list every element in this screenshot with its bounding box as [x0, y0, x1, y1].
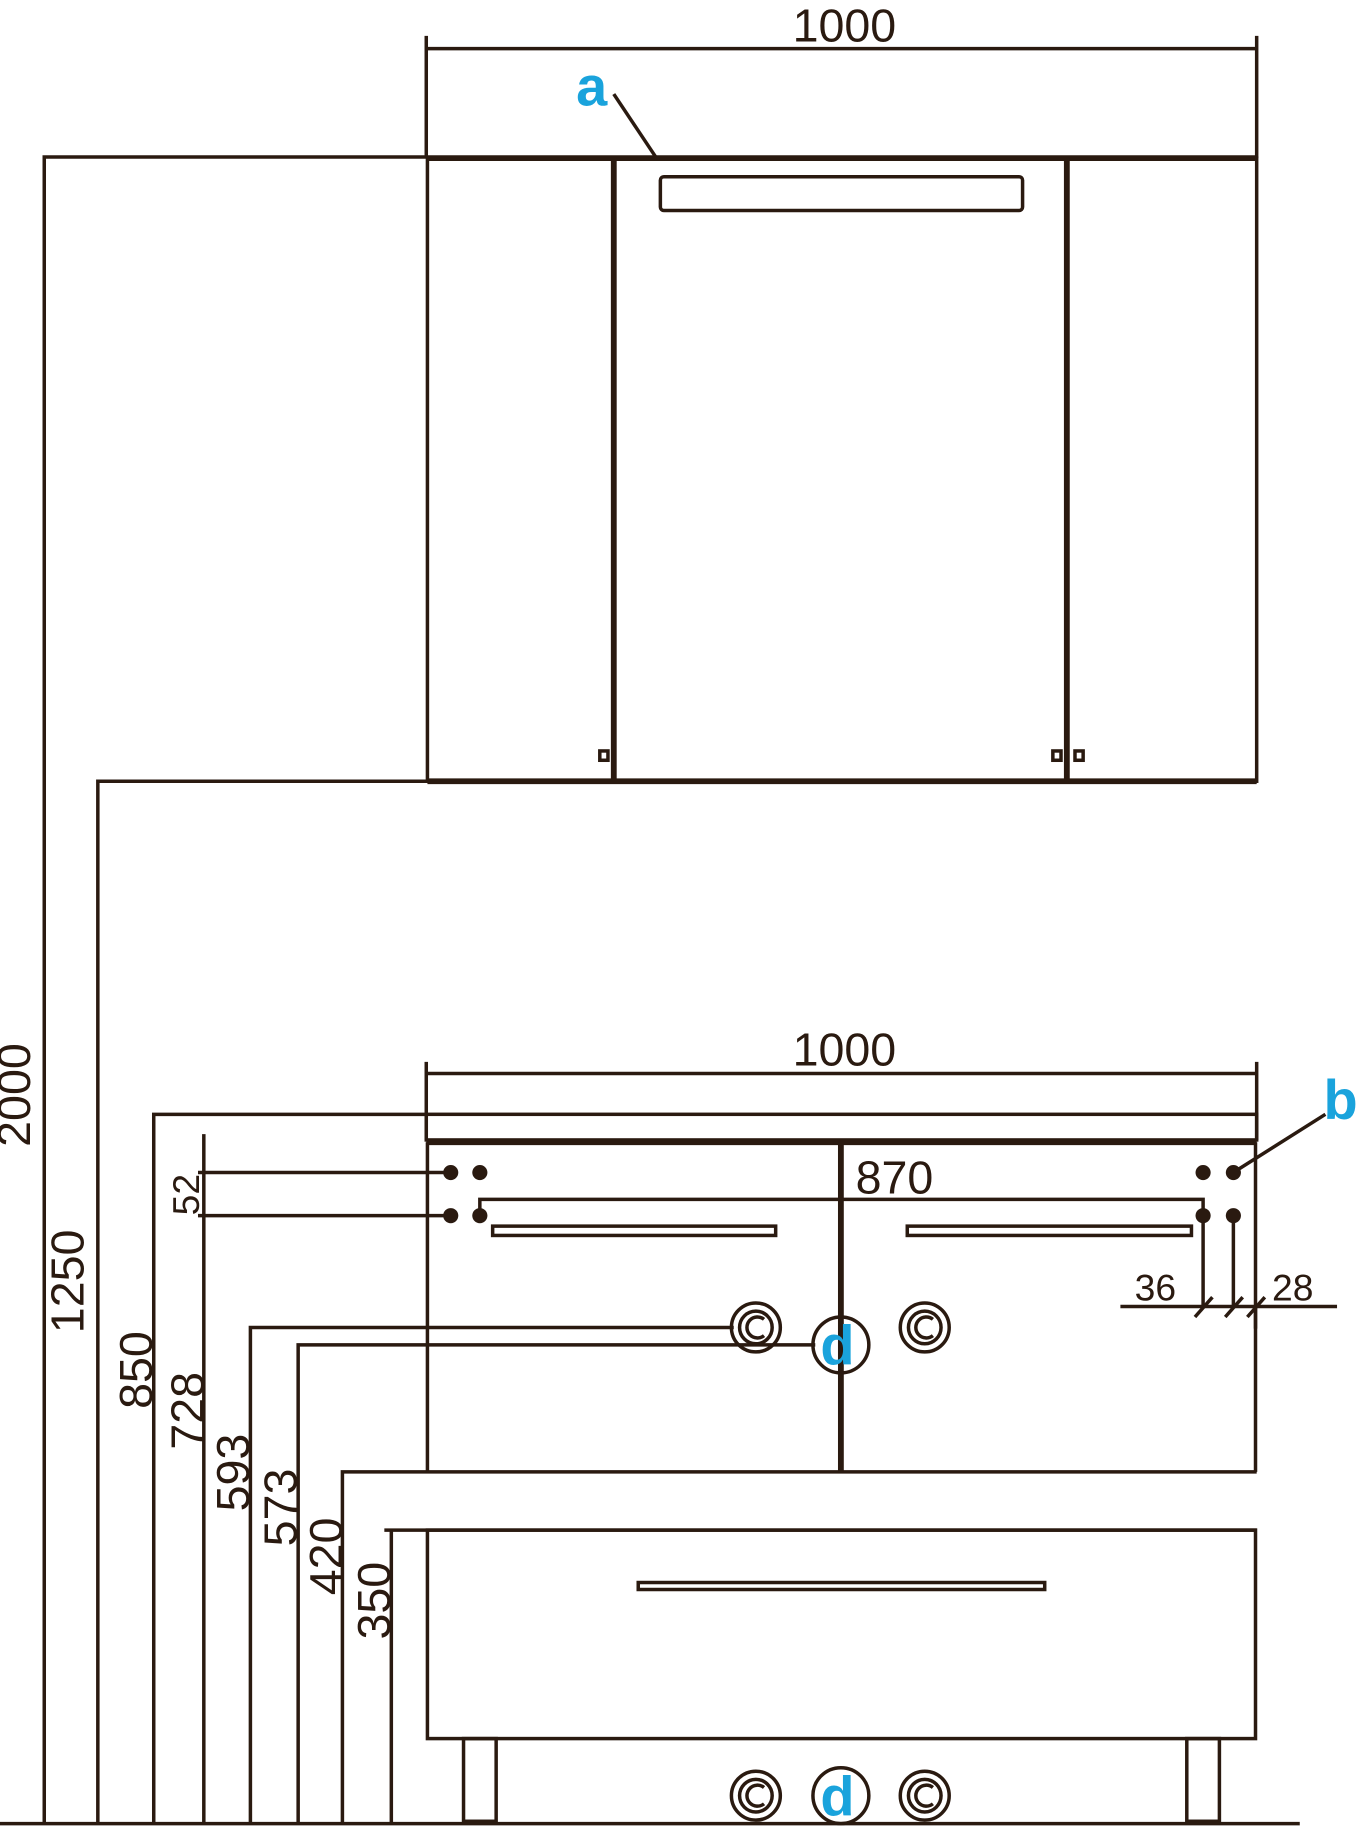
vanity-cabinet — [424, 1112, 1259, 1824]
label-d-lower: d — [820, 1764, 854, 1827]
connection-icon — [898, 1301, 951, 1354]
mirror-width-dimension: 1000 — [424, 0, 1259, 159]
drain-icon: d — [811, 1314, 871, 1377]
holes-span-dimension: 870 — [478, 1152, 1205, 1213]
height-1250: 1250 — [41, 1230, 93, 1334]
leg-right — [1185, 1736, 1222, 1824]
vanity-width-dimension: 1000 — [424, 1023, 1259, 1140]
door-handle-left — [490, 1224, 778, 1238]
drain-icon: d — [811, 1764, 871, 1827]
height-420: 420 — [300, 1518, 352, 1596]
height-2000: 2000 — [0, 1043, 40, 1147]
height-573: 573 — [255, 1469, 307, 1547]
leg-left — [461, 1736, 498, 1824]
label-a: a — [576, 55, 608, 118]
countertop — [424, 1112, 1259, 1142]
mirror-cabinet — [425, 155, 1259, 785]
door-knob-icon — [598, 749, 610, 763]
label-d-upper: d — [820, 1314, 854, 1377]
drawer-handle — [636, 1580, 1047, 1592]
height-850: 850 — [110, 1331, 162, 1409]
door-knob-icon — [1073, 749, 1085, 763]
connection-icon — [898, 1769, 951, 1822]
offset-36: 36 — [1135, 1267, 1176, 1309]
door-handle-right — [905, 1224, 1194, 1238]
light-fixture — [658, 175, 1025, 213]
label-b: b — [1323, 1068, 1357, 1131]
height-728: 728 — [161, 1372, 213, 1450]
connection-icon — [729, 1769, 783, 1822]
height-593: 593 — [207, 1434, 259, 1512]
door-knob-icon — [1051, 749, 1063, 763]
edge-offset-dimension: 36 28 — [1120, 1215, 1338, 1329]
height-350: 350 — [348, 1562, 400, 1640]
offset-28: 28 — [1272, 1267, 1313, 1309]
label-a-leader — [612, 93, 658, 158]
span-870: 870 — [856, 1152, 934, 1204]
vanity-width-value: 1000 — [793, 1023, 897, 1075]
spacing-52: 52 — [165, 1174, 207, 1215]
connection-icon — [729, 1301, 783, 1354]
drawer — [425, 1528, 1258, 1741]
label-b-leader — [1235, 1112, 1327, 1172]
mirror-width-value: 1000 — [793, 0, 897, 52]
